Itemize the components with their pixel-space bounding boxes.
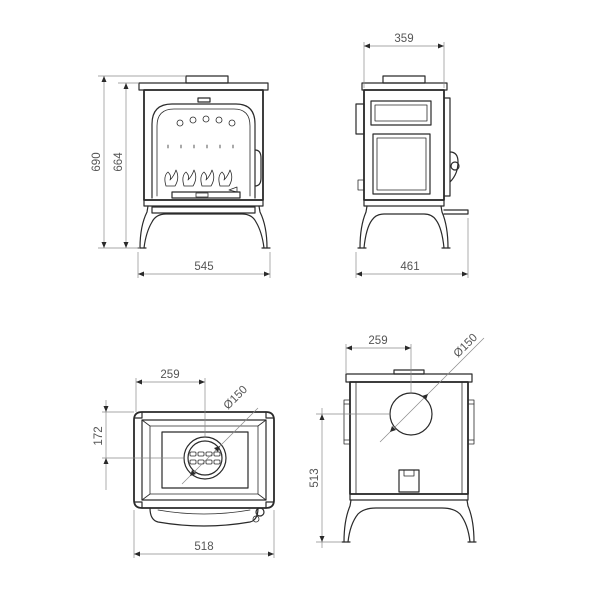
top-center-plate	[161, 431, 249, 489]
flame-icon	[164, 169, 179, 187]
front-dim-545: 545	[137, 252, 271, 278]
front-door-badge	[197, 97, 211, 103]
rear-air-intake	[398, 469, 420, 493]
side-leg-right	[440, 205, 449, 249]
top-dim-dia: Ø150	[181, 384, 259, 485]
side-rear-spigot	[355, 103, 365, 135]
air-hole	[176, 119, 184, 127]
front-apron	[143, 213, 265, 249]
front-view: 690 664 545	[91, 75, 271, 278]
rear-body-edges	[355, 381, 463, 495]
dim-label-depth: 461	[400, 261, 419, 273]
rear-dim-513: 513	[309, 408, 390, 548]
top-corners	[133, 411, 275, 509]
dim-label-top-width: 518	[194, 541, 213, 553]
side-leg-left	[359, 205, 368, 249]
front-base-plate	[143, 199, 264, 207]
rear-leg-left	[343, 499, 352, 543]
rear-dim-259: 259	[345, 335, 412, 393]
flame-icon	[182, 169, 197, 187]
front-ash-handle	[195, 192, 209, 198]
side-door-edge	[443, 97, 451, 197]
rear-flue-collar	[393, 369, 425, 375]
front-ticks	[167, 144, 234, 149]
front-flue-collar	[185, 75, 229, 84]
front-leg-right	[258, 205, 268, 249]
dim-label-height-body: 664	[113, 152, 125, 172]
rear-base-plate	[349, 493, 469, 501]
side-apron	[363, 213, 445, 249]
rear-view: 259 Ø150 513	[309, 332, 485, 548]
front-leg-left	[139, 205, 149, 249]
side-lower-panel-inner	[376, 137, 427, 191]
dim-label-rear-height: 513	[309, 468, 321, 487]
top-door-arc	[149, 507, 259, 527]
side-handle-knob	[450, 161, 460, 171]
front-door-handle	[254, 149, 262, 187]
top-bevels	[141, 419, 267, 501]
rear-air-intake-slot	[403, 469, 415, 477]
top-view: 259 Ø150 172 518	[93, 369, 275, 558]
top-handle-knob	[255, 507, 265, 517]
dim-label-top-offset-y: 172	[93, 426, 105, 445]
front-ash-tray	[151, 206, 256, 214]
front-dim-690: 690	[91, 75, 186, 249]
side-ash-tray	[443, 209, 469, 215]
top-flue-outer	[183, 436, 227, 480]
top-flue-inner	[187, 440, 223, 476]
air-hole	[202, 115, 210, 123]
dim-label-width-front: 545	[194, 261, 213, 273]
top-outline	[133, 411, 275, 509]
front-body	[143, 89, 264, 201]
flame-icon	[218, 169, 233, 187]
top-dim-172: 172	[93, 400, 184, 490]
rear-body	[349, 381, 469, 495]
rear-side-ribs	[343, 403, 475, 441]
side-dim-461: 461	[355, 218, 469, 278]
rear-leg-right	[466, 499, 475, 543]
air-hole	[228, 119, 236, 127]
side-handle	[449, 151, 459, 183]
dim-label-side-width: 359	[394, 33, 413, 45]
side-lower-panel	[372, 133, 431, 195]
front-ash-slot	[171, 191, 241, 199]
front-dim-664: 664	[113, 82, 139, 248]
side-upper-panel-inner	[374, 104, 428, 122]
side-view: 359 461	[355, 33, 469, 278]
dim-label-top-flue: Ø150	[222, 384, 250, 412]
side-base-plate	[363, 199, 445, 207]
top-door-arc-inner	[157, 509, 251, 515]
rear-apron	[347, 507, 471, 543]
rear-top-plate	[345, 373, 473, 383]
front-lever	[228, 186, 238, 193]
side-body	[363, 89, 445, 201]
side-flue-collar	[382, 75, 426, 84]
front-door-frame	[151, 103, 256, 199]
side-top-plate	[361, 82, 448, 91]
dim-label-top-offset-x: 259	[160, 369, 179, 381]
front-door-glass	[156, 108, 251, 197]
top-dim-259: 259	[135, 369, 206, 437]
air-hole	[189, 116, 197, 124]
flame-icon	[200, 169, 215, 187]
side-dim-359: 359	[363, 33, 445, 88]
side-upper-panel	[370, 100, 432, 126]
dim-label-height-total: 690	[91, 152, 103, 171]
air-hole	[215, 116, 223, 124]
side-rear-knob	[357, 179, 365, 191]
top-dim-518: 518	[133, 510, 275, 558]
dim-label-rear-offset-x: 259	[368, 335, 387, 347]
front-top-plate	[138, 82, 269, 91]
